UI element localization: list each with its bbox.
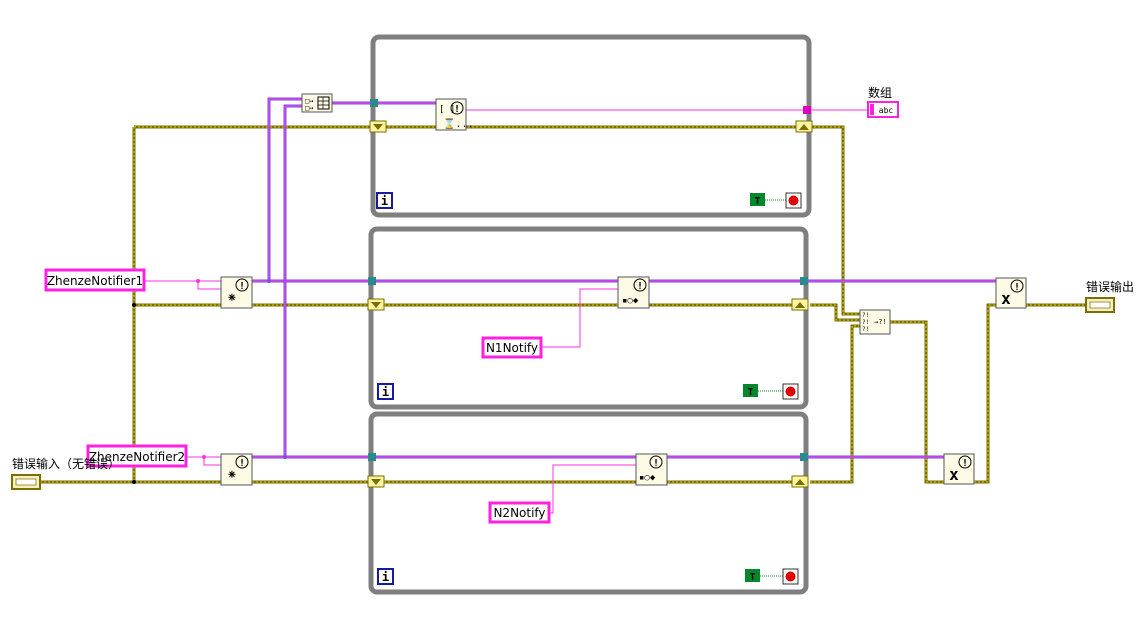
while-loop-bottom[interactable]	[368, 411, 809, 595]
svg-text:?!: ?!	[862, 312, 869, 319]
error-in-control[interactable]: 错误输入（无错误）	[11, 456, 120, 490]
svg-text:▪○◆: ▪○◆	[639, 473, 656, 483]
wait-on-notification-icon[interactable]: ! [ ] ⌛...	[435, 98, 474, 131]
svg-text:□→: □→	[305, 104, 313, 112]
svg-text:⌛...: ⌛...	[443, 117, 474, 130]
release-notifier-icon[interactable]: ! x	[995, 277, 1027, 309]
svg-text:x: x	[949, 465, 959, 484]
iteration-terminal-icon: i i i	[376, 192, 394, 585]
svg-text:→?!: →?!	[874, 318, 887, 326]
loop-stop-icon[interactable]: T T T	[743, 192, 802, 585]
svg-text:⁕: ⁕	[227, 468, 238, 483]
tunnels	[368, 99, 811, 461]
array-indicator[interactable]: 数组 abc	[867, 85, 899, 118]
svg-text:T: T	[749, 572, 755, 583]
notifier-constant-1[interactable]: ZhenzeNotifier1	[44, 268, 146, 292]
svg-text:⁕: ⁕	[227, 291, 238, 306]
svg-text:?!: ?!	[862, 326, 869, 333]
string-wires	[466, 109, 868, 514]
svg-text:!: !	[454, 104, 460, 115]
notify-constant-1[interactable]: N1Notify	[481, 336, 543, 359]
svg-text:!: !	[637, 281, 643, 292]
svg-text:ZhenzeNotifier1: ZhenzeNotifier1	[47, 274, 143, 288]
svg-text:i: i	[382, 570, 389, 584]
error-out-indicator[interactable]: 错误输出	[1085, 279, 1134, 313]
svg-text:!: !	[239, 458, 245, 469]
notify-constant-2[interactable]: N2Notify	[488, 501, 551, 524]
svg-text:T: T	[754, 196, 760, 207]
send-notification-icon[interactable]: ! ▪○◆	[635, 453, 668, 486]
notifier-constant-2[interactable]: ZhenzeNotifier2	[86, 444, 188, 468]
svg-text:[ ]: [ ]	[439, 105, 455, 115]
build-array-icon[interactable]: □→ □→	[301, 93, 333, 113]
svg-text:N2Notify: N2Notify	[493, 506, 545, 520]
shift-register-icon[interactable]	[367, 120, 813, 488]
obtain-notifier-icon[interactable]: ! ⁕	[220, 276, 253, 309]
svg-text:?!: ?!	[862, 319, 869, 326]
svg-text:!: !	[1014, 282, 1020, 293]
svg-text:N1Notify: N1Notify	[486, 341, 538, 355]
while-loop-middle[interactable]	[368, 226, 809, 410]
svg-text:ZhenzeNotifier2: ZhenzeNotifier2	[89, 450, 185, 464]
merge-errors-icon[interactable]: ?! ?! ?! →?!	[859, 309, 891, 335]
obtain-notifier-icon[interactable]: ! ⁕	[220, 453, 253, 486]
svg-text:abc: abc	[879, 106, 894, 115]
svg-text:□→: □→	[305, 97, 313, 105]
svg-text:错误输入（无错误）: 错误输入（无错误）	[12, 456, 120, 471]
svg-text:T: T	[747, 387, 753, 398]
svg-text:x: x	[1001, 289, 1011, 308]
svg-text:错误输出: 错误输出	[1086, 279, 1134, 294]
svg-text:!: !	[239, 281, 245, 292]
svg-text:数组: 数组	[868, 85, 892, 100]
svg-text:!: !	[653, 458, 659, 469]
wire-junctions	[132, 279, 287, 484]
release-notifier-icon[interactable]: ! x	[943, 453, 975, 485]
send-notification-icon[interactable]: ! ▪○◆	[617, 276, 650, 309]
reference-wires	[142, 97, 996, 466]
svg-text:▪○◆: ▪○◆	[622, 296, 639, 306]
svg-text:!: !	[962, 458, 968, 469]
svg-text:i: i	[382, 385, 389, 399]
error-wires	[40, 125, 1086, 484]
svg-text:i: i	[381, 194, 388, 208]
